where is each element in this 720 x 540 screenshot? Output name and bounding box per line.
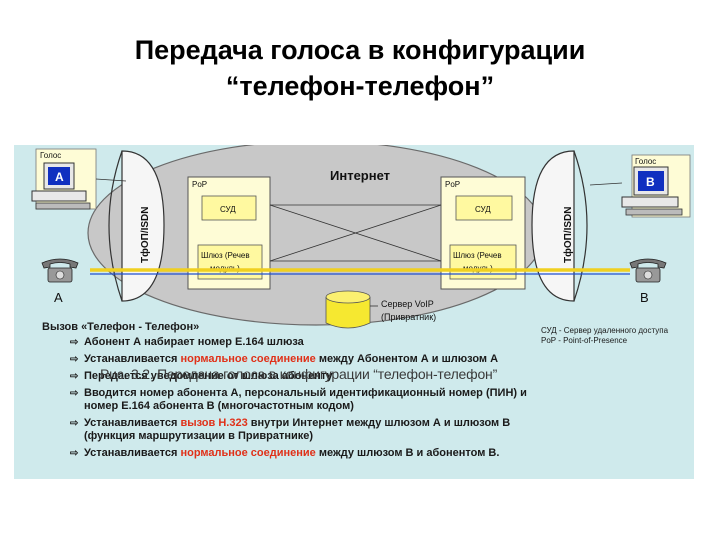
arrow-right-icon: ⇨ — [70, 418, 79, 429]
step-item: ⇨ Устанавливается нормальное соединение м… — [70, 353, 498, 366]
abbreviations-note: СУД - Сервер удаленного доступа PoP - Po… — [541, 326, 668, 346]
pop-right-label: PoP — [445, 180, 460, 189]
step-highlight: нормальное соединение — [180, 353, 316, 365]
step-segment: Абонент А набирает номер Е.164 шлюза — [84, 336, 304, 348]
step-text: Передается уведомление от шлюза абоненту — [84, 370, 333, 383]
arrow-right-icon: ⇨ — [70, 448, 79, 459]
terminal-b-label: B — [646, 175, 655, 189]
terminal-a-label: A — [55, 170, 64, 184]
step-item: ⇨ Устанавливается вызов Н.323 внутри Инте… — [70, 417, 510, 443]
diagram-canvas: Интернет ТфОП/ISDN ТфОП/ISDN PoP СУД Шлю… — [31, 145, 691, 329]
step-segment: внутри Интернет между шлюзом А и шлюзом … — [247, 417, 511, 429]
pstn-left-lens — [121, 150, 165, 302]
step-highlight: нормальное соединение — [180, 447, 316, 459]
gateway-left-box — [197, 244, 263, 280]
server-label-1: Сервер VoIP — [381, 299, 434, 309]
step-segment: Вводится номер абонента А, персональный … — [84, 387, 527, 399]
telephone-icon — [41, 258, 79, 283]
step-text-continued: номер Е.164 абонента В (многочастотным к… — [84, 400, 354, 412]
internet-label: Интернет — [330, 168, 390, 183]
step-text-continued: (функция маршрутизации в Привратнике) — [84, 430, 314, 442]
sud-left-label: СУД — [220, 205, 236, 214]
telephone-icon — [629, 258, 667, 283]
step-item: ⇨ Абонент А набирает номер Е.164 шлюза — [70, 336, 304, 349]
gateway-right-label-1: Шлюз (Речев — [453, 251, 502, 260]
figure-caption: Рис. 3.2. Передача голоса в конфигурации… — [100, 366, 498, 382]
step-text: Устанавливается нормальное соединение ме… — [84, 447, 499, 460]
step-segment: Устанавливается — [84, 353, 181, 365]
step-segment: Устанавливается — [84, 447, 181, 459]
sud-left-box — [201, 195, 257, 221]
step-text: Устанавливается нормальное соединение ме… — [84, 353, 498, 366]
title-line-2: “телефон-телефон” — [225, 71, 495, 101]
gateway-right-box — [449, 244, 517, 280]
gateway-left-label-1: Шлюз (Речев — [201, 251, 250, 260]
phone-b-label: B — [640, 290, 649, 305]
abbr-sud: СУД - Сервер удаленного доступа — [541, 326, 669, 335]
pstn-right-label: ТфОП/ISDN — [562, 207, 574, 264]
pstn-left-label: ТфОП/ISDN — [139, 207, 151, 264]
pop-left-label: PoP — [192, 180, 207, 189]
arrow-right-icon: ⇨ — [70, 371, 79, 382]
step-text: Вводится номер абонента А, персональный … — [84, 387, 527, 400]
slide-title: Передача голоса в конфигурации “телефон-… — [0, 32, 720, 104]
link-cross-2 — [269, 204, 442, 262]
pstn-right-lens — [531, 150, 575, 302]
voice-label-right: Голос — [635, 157, 656, 166]
arrow-right-icon: ⇨ — [70, 388, 79, 399]
step-segment: между Абонентом А и шлюзом А — [315, 353, 499, 365]
step-item: ⇨ Вводится номер абонента А, персональный… — [70, 387, 527, 413]
legend-heading: Вызов «Телефон - Телефон» — [42, 321, 200, 333]
server-label-2: (Привратник) — [381, 312, 436, 322]
step-segment: Устанавливается — [84, 417, 181, 429]
step-segment: Передается уведомление от шлюза абоненту — [84, 370, 333, 382]
network-diagram-figure: Интернет ТфОП/ISDN ТфОП/ISDN PoP СУД Шлю… — [14, 145, 694, 479]
database-cylinder-icon — [325, 290, 371, 329]
step-highlight: вызов Н.323 — [180, 417, 248, 429]
step-text: Устанавливается вызов Н.323 внутри Интер… — [84, 417, 510, 430]
abbr-pop: PoP - Point-of-Presence — [541, 336, 628, 345]
arrow-right-icon: ⇨ — [70, 337, 79, 348]
step-text: Абонент А набирает номер Е.164 шлюза — [84, 336, 304, 349]
step-item: ⇨ Передается уведомление от шлюза абонент… — [70, 370, 333, 383]
computer-terminal-icon — [31, 148, 97, 210]
step-item: ⇨ Устанавливается нормальное соединение м… — [70, 447, 499, 460]
sud-right-box — [455, 195, 513, 221]
phone-a-label: A — [54, 290, 63, 305]
sud-right-label: СУД — [475, 205, 491, 214]
step-segment: между шлюзом В и абонентом В. — [315, 447, 500, 459]
computer-terminal-icon — [621, 154, 691, 218]
title-line-1: Передача голоса в конфигурации — [134, 35, 586, 65]
arrow-right-icon: ⇨ — [70, 354, 79, 365]
voice-label-left: Голос — [40, 151, 61, 160]
